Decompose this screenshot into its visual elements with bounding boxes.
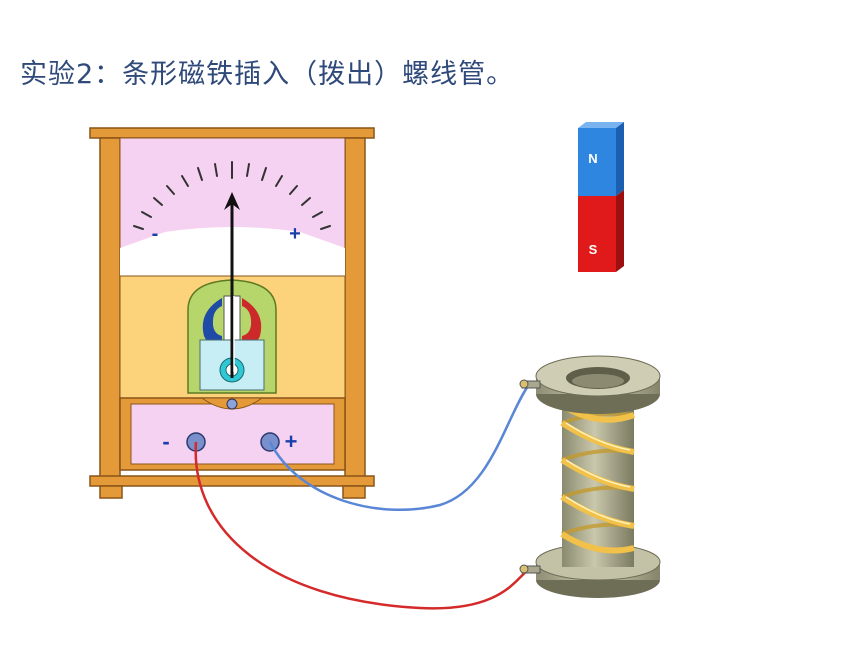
magnet-south-side <box>616 190 624 272</box>
top-lead-screw-head <box>519 379 529 389</box>
needle-arrowhead <box>224 192 240 210</box>
terminal-panel <box>130 403 335 465</box>
core-opening-inner <box>572 374 624 388</box>
scale-minus-label: - <box>152 223 159 245</box>
adjust-screw <box>226 398 238 410</box>
north-pole-label: N <box>588 151 597 166</box>
terminal-plus-label: + <box>285 429 298 454</box>
negative-wire <box>194 441 529 610</box>
galvanometer-right-post <box>344 137 366 479</box>
magnet-north-pole <box>578 128 616 196</box>
galvanometer-top-cap <box>89 127 375 139</box>
magnet-north-side <box>616 122 624 196</box>
bar-magnet: N S <box>578 122 624 272</box>
positive-wire <box>268 385 530 512</box>
solenoid <box>519 355 661 598</box>
terminal-minus-label: - <box>162 429 169 454</box>
coil-winding-highlight <box>565 422 631 525</box>
magnet-top-face <box>578 122 624 128</box>
magnet-south-pole <box>578 196 616 272</box>
galvanometer: - + - + <box>89 127 375 499</box>
south-pole-label: S <box>589 242 598 257</box>
scale-plus-label: + <box>289 223 301 245</box>
left-foot <box>99 485 123 499</box>
galvanometer-base <box>89 475 375 487</box>
dial-scale-ticks <box>133 161 331 230</box>
magnet-pole-red <box>242 298 262 346</box>
page-title: 实验2：条形磁铁插入（拨出）螺线管。 <box>20 59 515 90</box>
galvanometer-left-post <box>99 137 121 479</box>
right-foot <box>342 485 366 499</box>
bottom-lead-screw-head <box>519 564 529 574</box>
magnet-pole-blue <box>202 298 222 346</box>
